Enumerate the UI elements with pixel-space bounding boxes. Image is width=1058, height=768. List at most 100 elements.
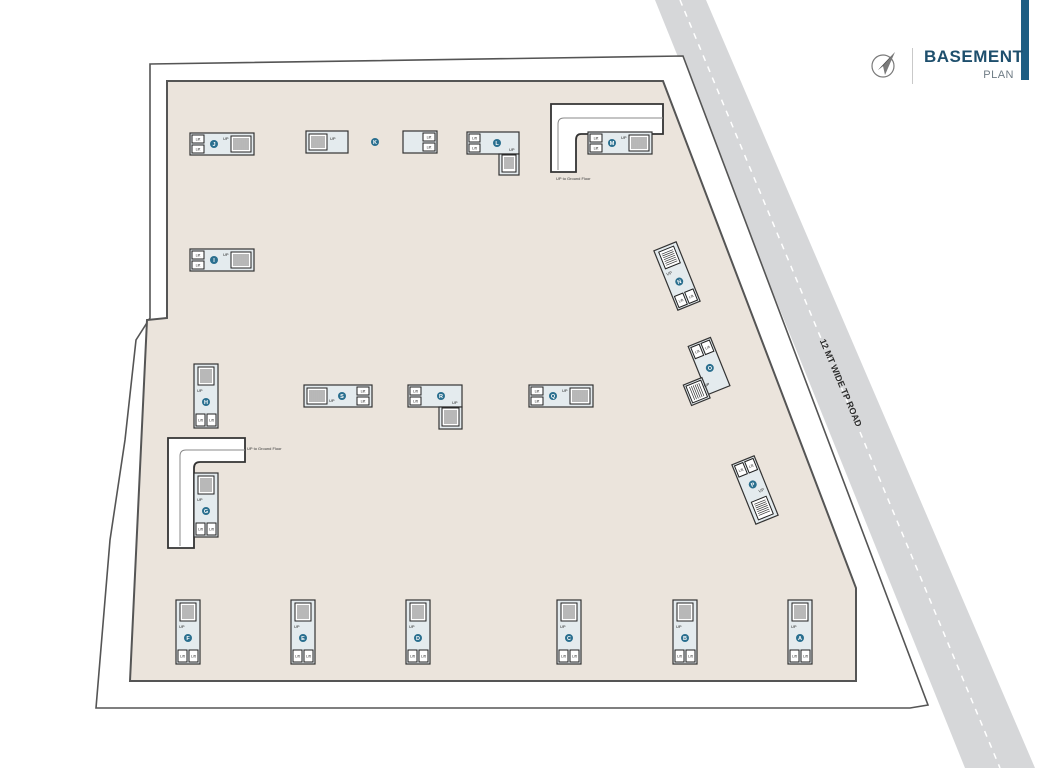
svg-text:O: O xyxy=(707,365,714,372)
svg-text:Lift: Lift xyxy=(421,655,426,659)
svg-text:UP: UP xyxy=(758,487,765,494)
svg-text:Lift: Lift xyxy=(413,400,418,404)
svg-text:Lift: Lift xyxy=(594,147,599,151)
svg-text:N: N xyxy=(677,279,683,286)
svg-text:Lift: Lift xyxy=(196,138,201,142)
svg-text:Lift: Lift xyxy=(295,655,300,659)
svg-text:I: I xyxy=(213,258,215,264)
svg-text:Lift: Lift xyxy=(688,655,693,659)
svg-text:Lift: Lift xyxy=(410,655,415,659)
svg-text:S: S xyxy=(340,394,344,400)
core-b: UP B Lift Lift xyxy=(672,599,698,665)
svg-text:UP: UP xyxy=(330,136,336,141)
svg-text:UP: UP xyxy=(329,398,335,403)
svg-text:K: K xyxy=(373,140,377,146)
svg-text:UP: UP xyxy=(666,270,673,277)
svg-text:Lift: Lift xyxy=(594,137,599,141)
svg-text:Lift: Lift xyxy=(803,655,808,659)
core-a: UP A Lift Lift xyxy=(787,599,813,665)
svg-text:Lift: Lift xyxy=(561,655,566,659)
core-e: UP E Lift Lift xyxy=(290,599,316,665)
svg-text:Lift: Lift xyxy=(535,390,540,394)
svg-text:Q: Q xyxy=(551,394,556,400)
basement-floor xyxy=(128,80,857,682)
svg-text:Lift: Lift xyxy=(196,264,201,268)
core-h: UP H Lift Lift xyxy=(193,363,219,429)
ramp-top-note: UP to Ground Floor xyxy=(556,176,591,181)
svg-text:UP: UP xyxy=(197,497,203,502)
accent-bar xyxy=(1021,0,1029,80)
svg-text:C: C xyxy=(567,636,571,642)
svg-text:UP: UP xyxy=(294,624,300,629)
svg-text:Lift: Lift xyxy=(198,419,203,423)
svg-text:UP: UP xyxy=(676,624,682,629)
svg-text:UP: UP xyxy=(791,624,797,629)
svg-text:H: H xyxy=(204,400,208,406)
svg-text:M: M xyxy=(610,141,615,147)
svg-text:Lift: Lift xyxy=(209,528,214,532)
plan-subtitle: PLAN xyxy=(983,69,1014,81)
svg-text:UP: UP xyxy=(621,135,627,140)
svg-text:Lift: Lift xyxy=(306,655,311,659)
svg-text:F: F xyxy=(186,636,190,642)
svg-text:UP: UP xyxy=(197,388,203,393)
svg-text:Lift: Lift xyxy=(472,137,477,141)
svg-text:A: A xyxy=(798,636,802,642)
svg-text:Lift: Lift xyxy=(572,655,577,659)
svg-text:UP: UP xyxy=(452,400,458,405)
svg-text:UP: UP xyxy=(223,136,229,141)
svg-text:Lift: Lift xyxy=(738,468,744,473)
svg-text:Lift: Lift xyxy=(472,147,477,151)
ramp-left-note: UP to Ground Floor xyxy=(247,446,282,451)
svg-text:Lift: Lift xyxy=(413,390,418,394)
svg-text:Lift: Lift xyxy=(677,655,682,659)
svg-text:Lift: Lift xyxy=(196,148,201,152)
svg-text:P: P xyxy=(750,482,756,489)
north-arrow-icon xyxy=(871,52,895,78)
svg-text:Lift: Lift xyxy=(427,136,432,140)
svg-text:Lift: Lift xyxy=(792,655,797,659)
svg-text:UP: UP xyxy=(509,147,515,152)
svg-text:UP: UP xyxy=(560,624,566,629)
svg-text:Lift: Lift xyxy=(198,528,203,532)
svg-text:E: E xyxy=(301,636,305,642)
svg-text:UP: UP xyxy=(223,252,229,257)
svg-text:Lift: Lift xyxy=(361,390,366,394)
svg-text:Lift: Lift xyxy=(427,146,432,150)
svg-text:L: L xyxy=(495,141,499,147)
svg-text:UP: UP xyxy=(179,624,185,629)
svg-text:UP: UP xyxy=(703,381,710,388)
svg-text:Lift: Lift xyxy=(361,400,366,404)
svg-text:R: R xyxy=(439,394,443,400)
svg-text:Lift: Lift xyxy=(535,400,540,404)
title-block: BASEMENT PLAN xyxy=(866,44,1058,88)
plan-title: BASEMENT xyxy=(924,47,1024,66)
core-c: UP C Lift Lift xyxy=(556,599,582,665)
svg-text:Lift: Lift xyxy=(678,298,684,303)
road-strip xyxy=(655,0,1035,768)
svg-text:Lift: Lift xyxy=(209,419,214,423)
svg-text:Lift: Lift xyxy=(748,463,754,468)
svg-text:UP: UP xyxy=(409,624,415,629)
svg-text:Lift: Lift xyxy=(688,294,694,299)
svg-text:Lift: Lift xyxy=(694,349,700,354)
svg-text:Lift: Lift xyxy=(705,345,711,350)
svg-text:UP: UP xyxy=(562,388,568,393)
svg-text:B: B xyxy=(683,636,687,642)
svg-text:Lift: Lift xyxy=(191,655,196,659)
